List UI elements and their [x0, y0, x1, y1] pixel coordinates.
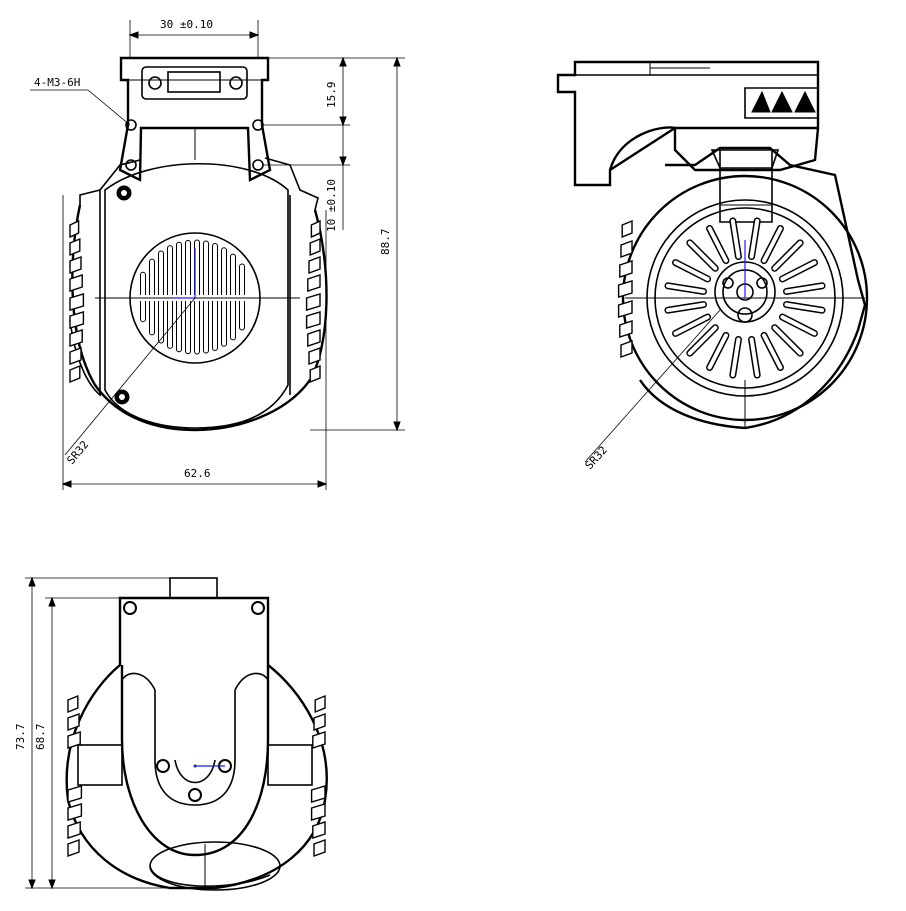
fin	[67, 839, 80, 857]
side-view: SR32	[556, 60, 869, 472]
radial-slots	[664, 217, 826, 379]
cooling-fins-bottom-left	[67, 694, 83, 857]
slot-inner	[730, 337, 741, 378]
dim-62-6: 62.6	[184, 467, 211, 480]
cooling-fins-side	[617, 219, 633, 358]
fin	[67, 785, 83, 803]
fin	[305, 293, 321, 311]
fin	[305, 311, 321, 329]
front-view: 30 ±0.10 4-M3-6H 15.9 10 ±0.10 88.7 62.6…	[30, 18, 405, 490]
fin	[69, 274, 83, 292]
cooling-fins-right	[305, 219, 321, 384]
fin	[67, 713, 80, 731]
slot-inner	[762, 226, 783, 263]
slot-inner	[762, 333, 783, 370]
fin	[620, 240, 633, 258]
fin	[619, 260, 633, 278]
slot-inner	[784, 283, 825, 294]
dim-10: 10 ±0.10	[325, 179, 338, 232]
dim-88-7: 88.7	[379, 229, 392, 256]
dim-30: 30 ±0.10	[160, 18, 213, 31]
fin	[69, 347, 82, 365]
slot-inner	[780, 315, 817, 336]
slot-inner	[665, 283, 706, 294]
fin	[308, 347, 321, 365]
fin	[308, 256, 321, 274]
slot-inner	[665, 302, 706, 313]
fin	[69, 364, 81, 384]
fin	[314, 694, 326, 714]
fin	[621, 219, 633, 239]
fin	[67, 821, 81, 839]
radius-label-front: SR32	[64, 438, 91, 467]
slot-inner	[687, 325, 718, 356]
dim-73-7: 73.7	[14, 724, 27, 751]
slot-inner	[772, 240, 803, 271]
fin	[310, 785, 326, 803]
radius-label-side: SR32	[583, 444, 610, 472]
slot-inner	[673, 260, 710, 281]
slot-inner	[673, 315, 710, 336]
slot-inner	[687, 240, 718, 271]
fin	[69, 219, 80, 239]
slot-inner	[780, 260, 817, 281]
slot-inner	[749, 218, 760, 259]
slot-inner	[772, 325, 803, 356]
fin	[307, 274, 321, 292]
fin	[310, 803, 326, 821]
fin	[313, 839, 326, 857]
fin	[69, 237, 81, 257]
fin	[67, 803, 83, 821]
fin	[309, 364, 321, 384]
fin	[313, 713, 326, 731]
slot-inner	[730, 218, 741, 259]
cooling-fins-bottom-right	[310, 694, 326, 857]
slot-inner	[749, 337, 760, 378]
fin	[312, 821, 326, 839]
cooling-fins-left	[69, 219, 85, 384]
fin	[67, 694, 79, 714]
slot-inner	[707, 226, 728, 263]
fin	[67, 731, 81, 749]
fin	[617, 300, 633, 318]
bottom-view: 73.7 68.7	[14, 576, 328, 891]
dim-15-9: 15.9	[325, 82, 338, 109]
fin	[307, 329, 321, 347]
fin	[309, 237, 321, 257]
fin	[619, 320, 633, 338]
fin	[620, 340, 633, 358]
fin	[69, 311, 85, 329]
dim-68-7: 68.7	[34, 724, 47, 751]
thread-callout: 4-M3-6H	[34, 76, 80, 89]
fin	[69, 329, 83, 347]
fin	[69, 293, 85, 311]
slot-inner	[707, 333, 728, 370]
fin	[312, 731, 326, 749]
slot-inner	[784, 302, 825, 313]
fin	[69, 256, 82, 274]
fin	[310, 219, 321, 239]
fin	[617, 280, 633, 298]
